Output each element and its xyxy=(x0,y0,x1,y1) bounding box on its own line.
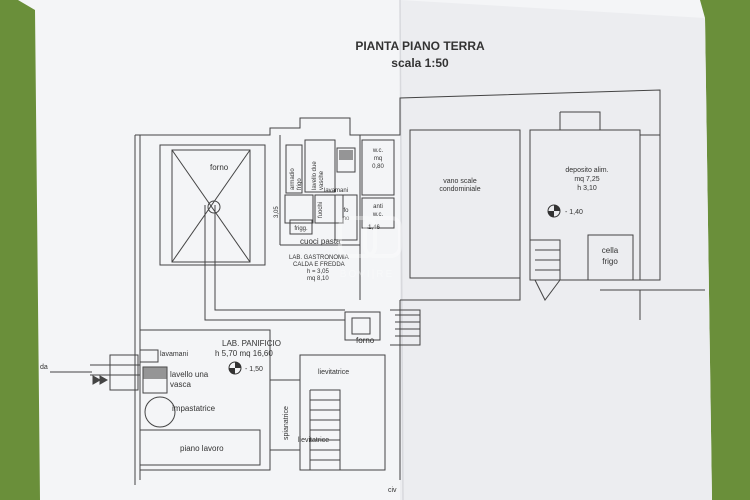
level-marker-150 xyxy=(228,361,242,375)
label-lavamani-top: lavamani xyxy=(324,188,348,194)
flue-circle xyxy=(207,200,221,214)
watermark-logo: BOVI|RE xyxy=(338,216,402,280)
label-dim-305: 3,05 xyxy=(274,206,280,218)
plan-scale: scala 1:50 xyxy=(391,56,449,70)
toilet-fixture xyxy=(339,150,353,160)
level-marker-140 xyxy=(547,204,561,218)
label-level-140: - 1,40 xyxy=(565,209,583,216)
label-level-146: 1,46 xyxy=(368,225,380,231)
label-lavello-due-vasche: lavello duevasche xyxy=(312,161,325,190)
label-frigg: frigg. xyxy=(294,226,308,232)
label-bottom: civ xyxy=(388,487,397,494)
label-lievitatrice-1: lievitatrice xyxy=(318,369,349,376)
walls xyxy=(90,89,705,485)
label-lavamani-bottom: lavamani xyxy=(160,351,188,358)
label-cuoci-pasta: cuoci pasta xyxy=(300,237,341,246)
entrance-arrows xyxy=(50,371,109,385)
sink-basin xyxy=(143,367,167,379)
plan-title: PIANTA PIANO TERRA xyxy=(355,39,485,53)
label-forno-lower: forno xyxy=(356,336,375,345)
label-lab-gastronomia: LAB. GASTRONOMIA CALDA E FREDDA h = 3,05… xyxy=(289,255,350,282)
label-forno-main: forno xyxy=(210,163,229,172)
label-fuochi: fuochi xyxy=(318,202,324,218)
label-impastatrice: impastatrice xyxy=(172,404,216,413)
watermark-text: BOVI|RE xyxy=(340,269,394,280)
paper-fold xyxy=(399,0,404,500)
label-entrance: da xyxy=(40,364,48,371)
label-piano-lavoro: piano lavoro xyxy=(180,444,224,453)
label-level-150: - 1,50 xyxy=(245,366,263,373)
label-armadio-frigo: armadiofrigo xyxy=(290,168,303,190)
label-spianatrice: spianatrice xyxy=(283,406,290,440)
label-lievitatrice-2: lievitatrice xyxy=(298,437,329,444)
